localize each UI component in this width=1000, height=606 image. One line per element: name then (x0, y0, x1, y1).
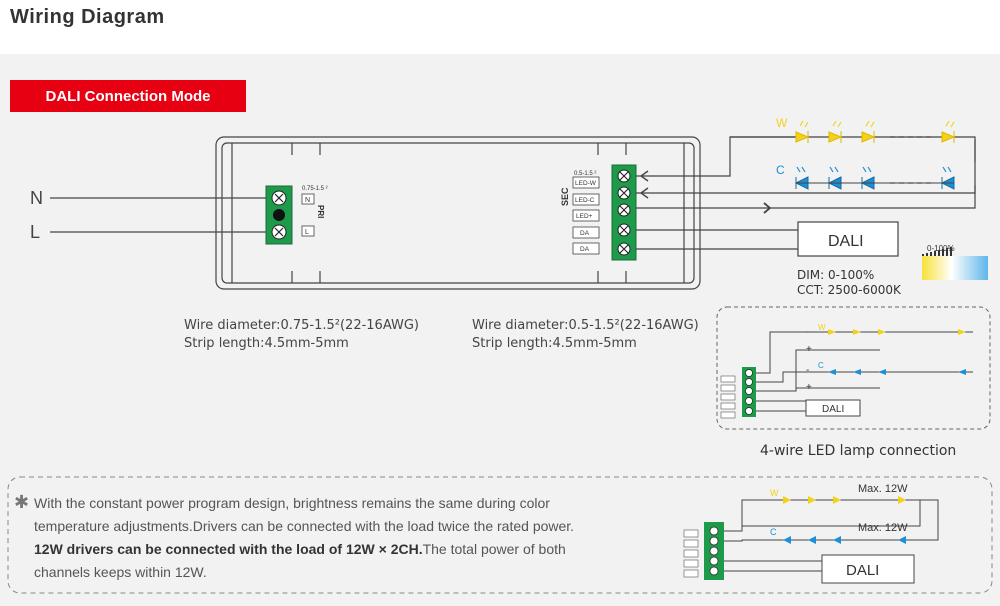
note-asterisk-icon: ✱ (14, 492, 30, 512)
max-dali-label: DALI (846, 562, 879, 579)
diagram-panel (0, 54, 1000, 606)
four-wire-minus-2: - (806, 365, 809, 376)
sec-terminal-led-w: LED-W (575, 180, 597, 187)
pri-label: PRI (316, 205, 325, 218)
pri-strip-length: Strip length:4.5mm-5mm (184, 336, 349, 351)
note-frame (7, 476, 993, 594)
four-wire-w: W (818, 323, 826, 332)
input-l-label: L (30, 222, 40, 242)
note-line-4: channels keeps within 12W. (34, 564, 207, 580)
four-wire-dali: DALI (822, 404, 844, 415)
dim-spec: DIM: 0-100% (797, 268, 874, 282)
sec-spec: 0.5-1.5 ² (574, 171, 596, 177)
mode-badge: DALI Connection Mode (10, 80, 246, 112)
note-line-2: temperature adjustments.Drivers can be c… (34, 518, 575, 534)
max-load-diagram: W C Max. 12W Max. 12W DALI (683, 483, 939, 584)
four-wire-plus-1: + (806, 344, 812, 355)
four-wire-frame (716, 306, 991, 430)
page-title: Wiring Diagram (10, 6, 165, 28)
four-wire-caption: 4-wire LED lamp connection (760, 443, 956, 459)
note-bold: 12W drivers can be connected with the lo… (34, 541, 423, 557)
cct-spec: CCT: 2500-6000K (797, 283, 902, 297)
four-wire-plus-2: + (806, 382, 812, 393)
sec-terminal-led-plus: LED+ (576, 213, 593, 220)
cct-gradient-bar (922, 256, 988, 280)
sec-terminal-da-1: DA (580, 230, 590, 237)
max-c-label: C (770, 527, 777, 537)
sec-terminal-da-2: DA (580, 246, 590, 253)
cool-led-row (794, 166, 955, 190)
pri-n-terminal: N (305, 197, 310, 204)
warm-label: W (776, 116, 788, 130)
input-n-label: N (30, 188, 43, 208)
sec-terminal-led-c: LED-C (575, 197, 595, 204)
warm-led-row (795, 120, 956, 143)
max-w-label: W (770, 488, 779, 498)
note-rest: The total power of both (422, 541, 566, 557)
output-wires (636, 136, 976, 250)
pri-wire-diameter: Wire diameter:0.75-1.5²(22-16AWG) (184, 318, 420, 333)
max-c-text: Max. 12W (858, 522, 908, 534)
four-wire-diagram: - + - + W C DALI (720, 323, 973, 419)
sec-terminal-block: 0.5-1.5 ² SEC LED-W LED-C LED+ DA DA (560, 164, 637, 261)
gradient-label: 0-100% (927, 244, 955, 253)
driver-body (215, 136, 701, 290)
sec-wire-diameter: Wire diameter:0.5-1.5²(22-16AWG) (472, 318, 699, 333)
header-bar: Wiring Diagram (0, 0, 1000, 54)
pri-l-terminal: L (305, 229, 309, 236)
dali-controller-box (797, 221, 899, 257)
sec-strip-length: Strip length:4.5mm-5mm (472, 336, 637, 351)
pri-terminal-block: 0.75-1.5 ² N L PRI (265, 185, 328, 245)
cool-label: C (776, 163, 785, 177)
pri-spec: 0.75-1.5 ² (302, 186, 328, 192)
max-w-text: Max. 12W (858, 483, 908, 495)
note-line-3: 12W drivers can be connected with the lo… (34, 538, 644, 561)
dali-controller-label: DALI (828, 233, 864, 250)
note-line-1: With the constant power program design, … (34, 495, 550, 511)
four-wire-minus-1: - (806, 327, 809, 338)
four-wire-c: C (818, 361, 824, 370)
sec-label: SEC (560, 187, 570, 206)
note-text: With the constant power program design, … (14, 492, 644, 584)
